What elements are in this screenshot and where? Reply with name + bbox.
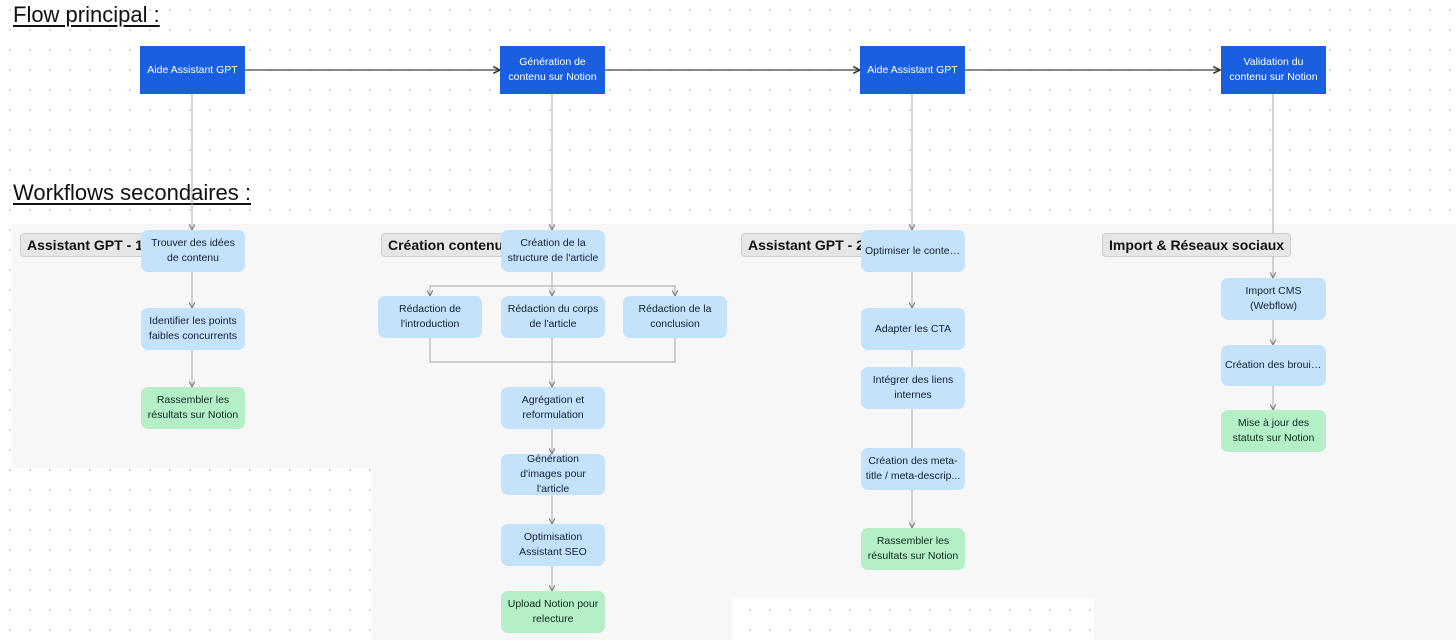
step-optimisation-seo[interactable]: Optimisation Assistant SEO [501,524,605,566]
lane-title-import-reseaux: Import & Réseaux sociaux [1102,233,1292,257]
main-node-aide-assistant-gpt-2[interactable]: Aide Assistant GPT [860,46,965,94]
step-generation-images[interactable]: Génération d'images pour l'article [501,454,605,495]
step-redaction-corps[interactable]: Rédaction du corps de l'article [501,296,605,338]
step-upload-notion[interactable]: Upload Notion pour relecture [501,591,605,633]
step-rassembler-resultats-1[interactable]: Rassembler les résultats sur Notion [141,387,245,429]
main-node-generation-contenu-notion[interactable]: Génération de contenu sur Notion [500,46,605,94]
step-redaction-introduction[interactable]: Rédaction de l'introduction [378,296,482,338]
step-creation-brouillons[interactable]: Création des brouill... [1221,345,1326,386]
step-adapter-cta[interactable]: Adapter les CTA [861,308,965,350]
main-node-validation-contenu-notion[interactable]: Validation du contenu sur Notion [1221,46,1326,94]
main-node-aide-assistant-gpt-1[interactable]: Aide Assistant GPT [140,46,245,94]
step-creation-structure[interactable]: Création de la structure de l'article [501,230,605,272]
lane-title-assistant-gpt-1: Assistant GPT - 1 [20,233,150,257]
step-creation-meta[interactable]: Création des meta-title / meta-descrip..… [861,448,965,490]
lane-title-assistant-gpt-2: Assistant GPT - 2 [741,233,871,257]
step-identifier-points-faibles[interactable]: Identifier les points faibles concurrent… [141,308,245,350]
lane-title-creation-contenu: Création contenu [381,233,511,257]
step-redaction-conclusion[interactable]: Rédaction de la conclusion [623,296,727,338]
step-rassembler-resultats-2[interactable]: Rassembler les résultats sur Notion [861,528,965,570]
step-mise-a-jour-statuts[interactable]: Mise à jour des statuts sur Notion [1221,410,1326,452]
step-trouver-idees[interactable]: Trouver des idées de contenu [141,230,245,272]
secondary-workflows-heading: Workflows secondaires : [13,180,252,205]
main-flow-heading: Flow principal : [13,2,160,27]
step-optimiser-contenu[interactable]: Optimiser le conten... [861,230,965,272]
step-agregation-reformulation[interactable]: Agrégation et reformulation [501,387,605,429]
step-integrer-liens[interactable]: Intégrer des liens internes [861,367,965,409]
step-import-cms[interactable]: Import CMS (Webflow) [1221,278,1326,320]
